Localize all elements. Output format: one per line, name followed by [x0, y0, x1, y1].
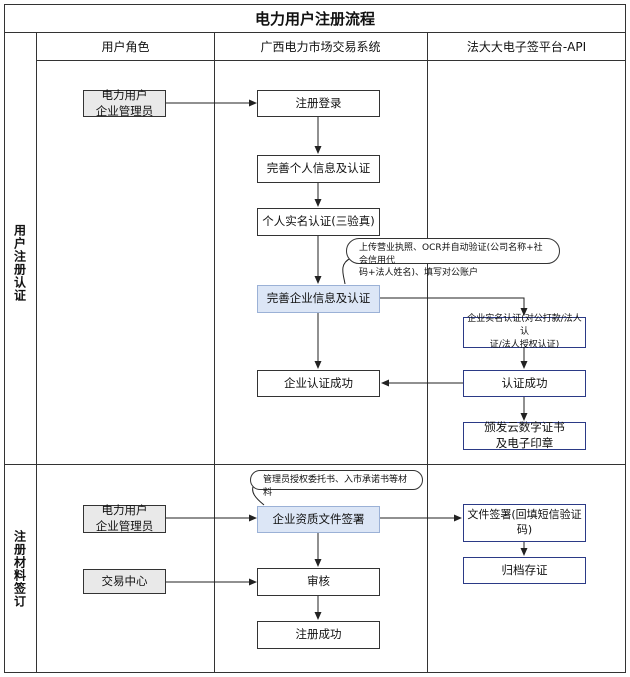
- diagram-frame: [4, 4, 626, 673]
- role-user-admin-2: 电力用户企业管理员: [83, 503, 166, 533]
- phase-column-divider: [36, 33, 37, 673]
- note-authorization-materials: 管理员授权委托书、入市承诺书等材料: [250, 470, 423, 498]
- lane-header-system: 广西电力市场交易系统: [214, 33, 427, 61]
- lane-divider-2: [427, 33, 428, 673]
- phase-label-sign: 注册材料签订: [12, 529, 27, 608]
- role-user-admin-1: 电力用户企业管理员: [83, 88, 166, 118]
- node-realname-auth: 个人实名认证(三验真): [257, 208, 380, 236]
- node-api-auth-success: 认证成功: [463, 370, 586, 397]
- node-api-sign-file: 文件签署(回填短信验证码): [463, 504, 586, 542]
- phase-divider: [4, 464, 626, 465]
- node-review: 审核: [257, 568, 380, 596]
- node-api-enterprise-auth: 企业实名认证(对公打款/法人认证/法人授权认证): [463, 314, 586, 350]
- phase-label-auth: 用户注册认证: [12, 223, 27, 302]
- lane-header-role: 用户角色: [37, 33, 214, 61]
- node-api-issue-certificate: 颁发云数字证书及电子印章: [463, 420, 586, 450]
- lane-header-api: 法大大电子签平台-API: [427, 33, 626, 61]
- node-enterprise-success: 企业认证成功: [257, 370, 380, 397]
- note-upload-license: 上传营业执照、OCR并自动验证(公司名称+社会信用代码+法人姓名)、填写对公账户: [346, 238, 560, 278]
- diagram-title: 电力用户注册流程: [4, 4, 626, 33]
- node-sign-documents: 企业资质文件签署: [257, 506, 380, 533]
- node-enterprise-info: 完善企业信息及认证: [257, 285, 380, 313]
- node-api-archive: 归档存证: [463, 557, 586, 584]
- role-trading-center: 交易中心: [83, 569, 166, 594]
- lane-divider-1: [214, 33, 215, 673]
- node-register-login: 注册登录: [257, 90, 380, 117]
- node-personal-info: 完善个人信息及认证: [257, 155, 380, 183]
- node-register-success: 注册成功: [257, 621, 380, 649]
